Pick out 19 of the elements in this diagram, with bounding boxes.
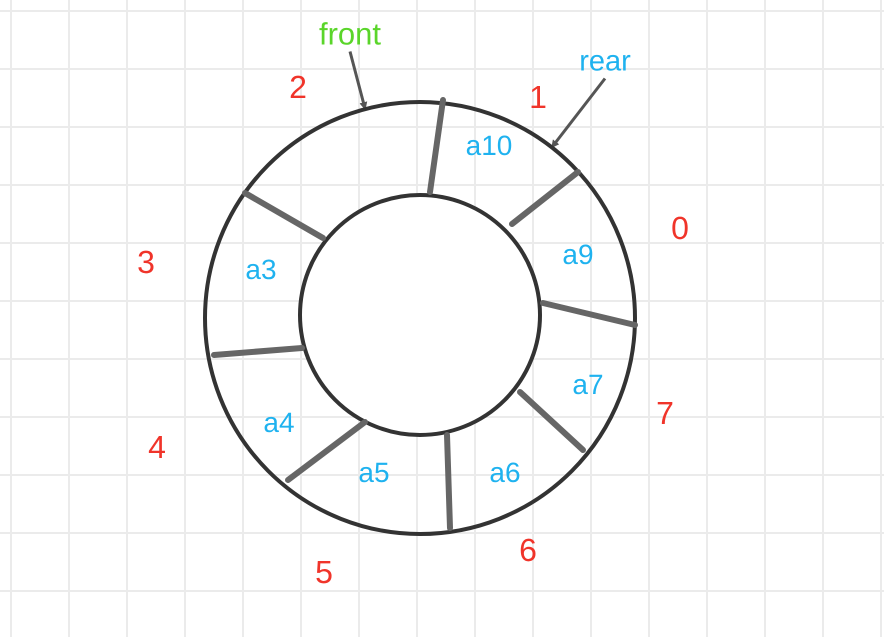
element-label: a4 (263, 409, 295, 437)
element-label: a3 (245, 256, 277, 284)
index-number: 7 (656, 397, 674, 429)
index-number: 0 (671, 212, 689, 244)
pointer-label: rear (579, 48, 631, 76)
index-number: 6 (519, 534, 537, 566)
element-label: a5 (358, 459, 390, 487)
arrow (550, 78, 606, 148)
element-label: a10 (466, 132, 512, 160)
element-label: a6 (489, 459, 521, 487)
index-number: 1 (529, 81, 547, 113)
index-number: 5 (315, 556, 333, 588)
element-label: a9 (562, 241, 594, 269)
index-number: 4 (148, 431, 166, 463)
arrow (348, 51, 368, 110)
index-number: 3 (137, 246, 155, 278)
element-label: a7 (572, 371, 604, 399)
index-number: 2 (289, 71, 307, 103)
pointer-label: front (318, 18, 382, 50)
